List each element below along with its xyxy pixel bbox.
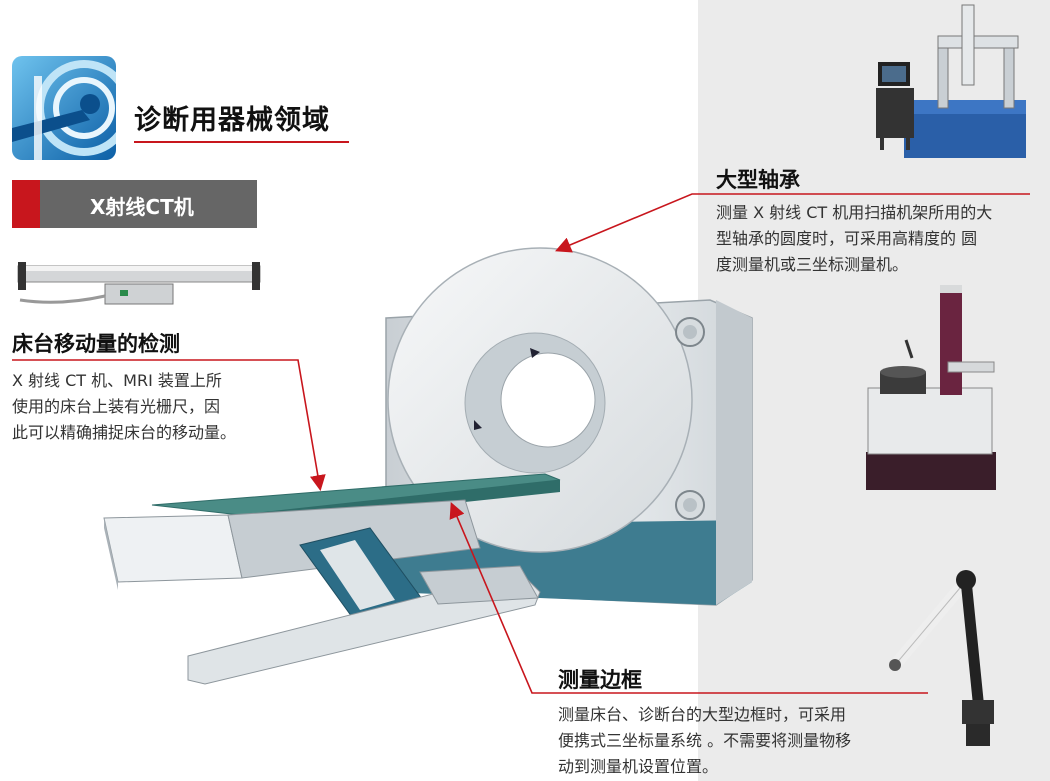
bearing-desc-line: 测量 X 射线 CT 机用扫描机架所用的大 xyxy=(716,203,993,222)
bed-desc-line: X 射线 CT 机、MRI 装置上所 xyxy=(12,371,222,390)
ct-scan-logo-icon xyxy=(12,56,116,160)
bed-section-title: 床台移动量的检测 xyxy=(12,332,180,356)
right-background-panel xyxy=(698,0,1050,781)
page-title: 诊断用器械领域 xyxy=(134,105,330,136)
category-tag: X射线CT机 xyxy=(12,180,257,228)
frame-section-title: 测量边框 xyxy=(558,668,642,692)
bearing-section-description: 测量 X 射线 CT 机用扫描机架所用的大 型轴承的圆度时，可采用高精度的 圆 … xyxy=(716,200,992,278)
bed-desc-line: 此可以精确捕捉床台的移动量。 xyxy=(12,423,237,442)
bed-section-description: X 射线 CT 机、MRI 装置上所 使用的床台上装有光栅尺，因 此可以精确捕捉… xyxy=(12,368,236,446)
tag-label: X射线CT机 xyxy=(90,195,194,219)
bearing-desc-line: 型轴承的圆度时，可采用高精度的 圆 xyxy=(716,229,978,248)
frame-desc-line: 动到测量机设置位置。 xyxy=(558,757,719,776)
bearing-section-title: 大型轴承 xyxy=(716,168,800,192)
title-underline xyxy=(134,141,349,143)
frame-desc-line: 便携式三坐标量系统 。不需要将测量物移 xyxy=(558,731,852,750)
bed-desc-line: 使用的床台上装有光栅尺，因 xyxy=(12,397,221,416)
frame-desc-line: 测量床台、诊断台的大型边框时，可采用 xyxy=(558,705,847,724)
frame-section-description: 测量床台、诊断台的大型边框时，可采用 便携式三坐标量系统 。不需要将测量物移 动… xyxy=(558,702,851,780)
bearing-desc-line: 度测量机或三坐标测量机。 xyxy=(716,255,909,274)
tag-accent-bar xyxy=(12,180,40,228)
